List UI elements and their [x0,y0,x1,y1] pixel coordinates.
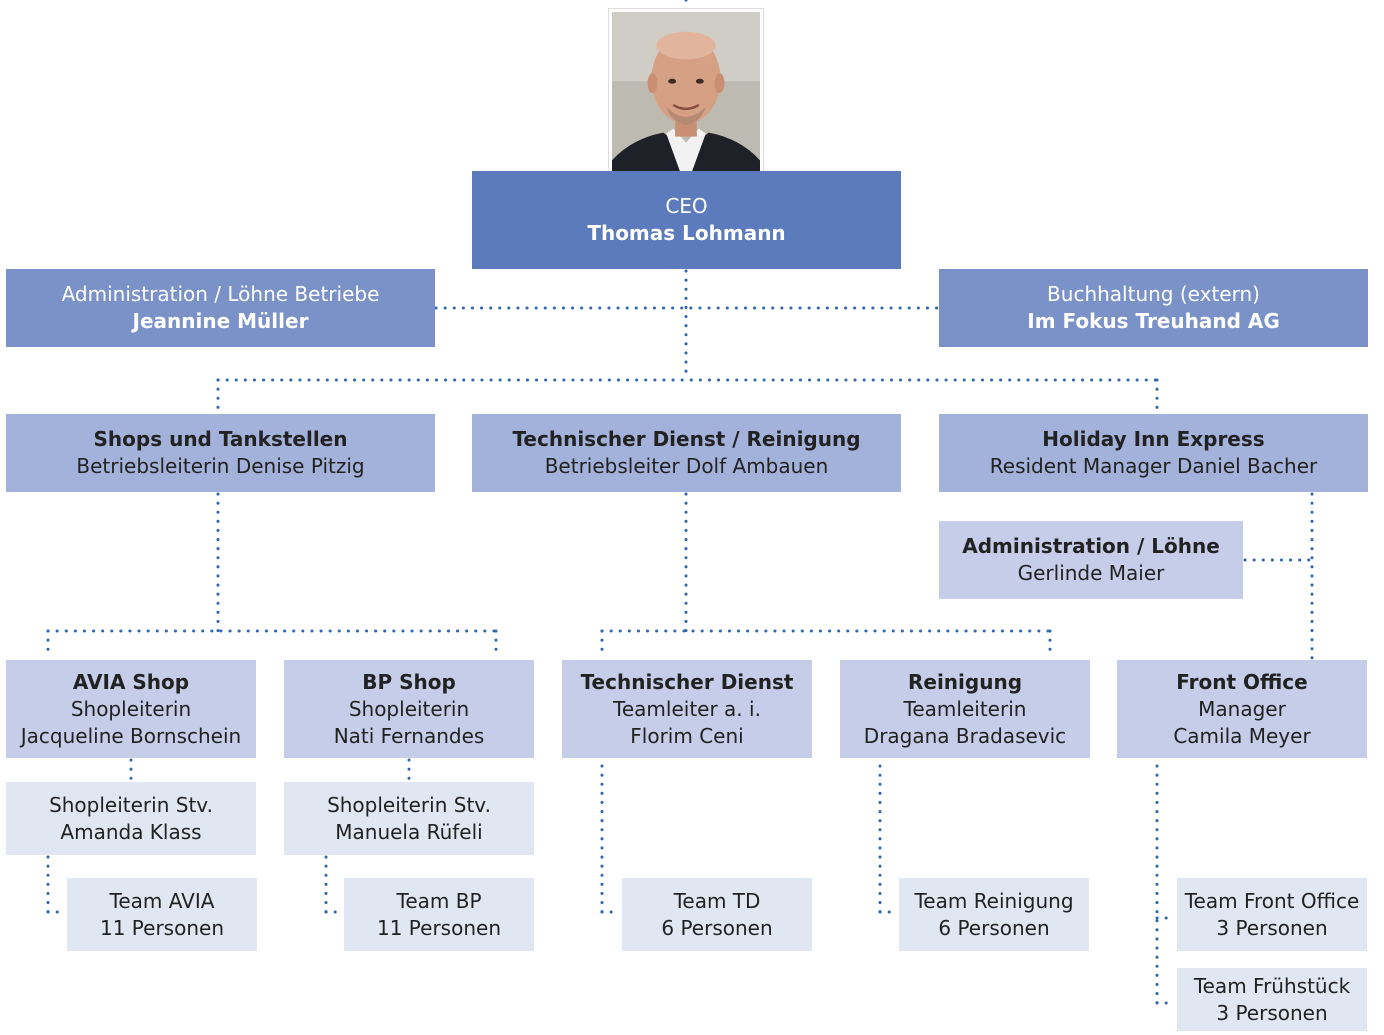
shops-department-title: Shops und Tankstellen [93,427,348,451]
hotel-department-box: Holiday Inn Express Resident Manager Dan… [939,414,1368,492]
technical-department-title: Technischer Dienst / Reinigung [512,427,861,451]
team-breakfast-size: 3 Personen [1216,1000,1328,1025]
administration-name: Jeannine Müller [132,309,309,333]
technical-service-box: Technischer Dienst Teamleiter a. i. Flor… [562,660,812,758]
front-office-role: Manager [1198,696,1286,721]
avia-shop-box: AVIA Shop Shopleiterin Jacqueline Bornsc… [6,660,256,758]
accounting-staff-box: Buchhaltung (extern) Im Fokus Treuhand A… [939,269,1368,347]
team-td-name: Team TD [673,888,761,913]
bp-shop-box: BP Shop Shopleiterin Nati Fernandes [284,660,534,758]
ceo-box: CEO Thomas Lohmann [472,171,901,269]
team-cleaning-name: Team Reinigung [914,888,1074,913]
cleaning-box: Reinigung Teamleiterin Dragana Bradasevi… [840,660,1090,758]
avia-shop-role: Shopleiterin [70,696,192,721]
hotel-admin-box: Administration / Löhne Gerlinde Maier [939,521,1243,599]
team-td-size: 6 Personen [661,915,773,940]
cleaning-role: Teamleiterin [903,696,1027,721]
bp-deputy-box: Shopleiterin Stv. Manuela Rüfeli [284,782,534,855]
avia-deputy-box: Shopleiterin Stv. Amanda Klass [6,782,256,855]
front-office-manager: Camila Meyer [1173,723,1311,748]
bp-deputy-role: Shopleiterin Stv. [327,792,491,817]
technical-service-title: Technischer Dienst [580,669,794,694]
team-avia-size: 11 Personen [100,915,224,940]
bp-shop-manager: Nati Fernandes [333,723,485,748]
bp-deputy-name: Manuela Rüfeli [335,819,483,844]
team-front-office-name: Team Front Office [1184,888,1360,913]
team-avia-box: Team AVIA 11 Personen [67,878,257,951]
technical-service-role: Teamleiter a. i. [613,696,761,721]
avia-shop-title: AVIA Shop [72,669,190,694]
bp-shop-role: Shopleiterin [348,696,470,721]
ceo-portrait-photo [608,8,764,192]
team-bp-box: Team BP 11 Personen [344,878,534,951]
team-avia-name: Team AVIA [109,888,215,913]
front-office-box: Front Office Manager Camila Meyer [1117,660,1367,758]
cleaning-lead: Dragana Bradasevic [863,723,1067,748]
administration-role: Administration / Löhne Betriebe [61,282,380,306]
hotel-admin-name: Gerlinde Maier [1017,561,1165,585]
team-td-box: Team TD 6 Personen [622,878,812,951]
ceo-role: CEO [665,194,708,218]
cleaning-title: Reinigung [907,669,1023,694]
shops-department-lead: Betriebsleiterin Denise Pitzig [76,454,365,478]
team-breakfast-name: Team Frühstück [1193,973,1351,998]
ceo-name: Thomas Lohmann [587,221,786,245]
team-front-office-box: Team Front Office 3 Personen [1177,878,1367,951]
front-office-title: Front Office [1176,669,1308,694]
team-front-office-size: 3 Personen [1216,915,1328,940]
technical-department-box: Technischer Dienst / Reinigung Betriebsl… [472,414,901,492]
bp-shop-title: BP Shop [362,669,456,694]
avia-deputy-name: Amanda Klass [60,819,202,844]
team-breakfast-box: Team Frühstück 3 Personen [1177,968,1367,1031]
accounting-role: Buchhaltung (extern) [1047,282,1260,306]
team-bp-name: Team BP [396,888,482,913]
avia-deputy-role: Shopleiterin Stv. [49,792,213,817]
hotel-department-title: Holiday Inn Express [1042,427,1265,451]
shops-department-box: Shops und Tankstellen Betriebsleiterin D… [6,414,435,492]
hotel-admin-title: Administration / Löhne [962,534,1220,558]
technical-service-lead: Florim Ceni [630,723,744,748]
team-cleaning-box: Team Reinigung 6 Personen [899,878,1089,951]
accounting-name: Im Fokus Treuhand AG [1027,309,1280,333]
team-bp-size: 11 Personen [377,915,501,940]
technical-department-lead: Betriebsleiter Dolf Ambauen [544,454,829,478]
team-cleaning-size: 6 Personen [938,915,1050,940]
administration-staff-box: Administration / Löhne Betriebe Jeannine… [6,269,435,347]
hotel-department-lead: Resident Manager Daniel Bacher [989,454,1318,478]
avia-shop-manager: Jacqueline Bornschein [20,723,242,748]
